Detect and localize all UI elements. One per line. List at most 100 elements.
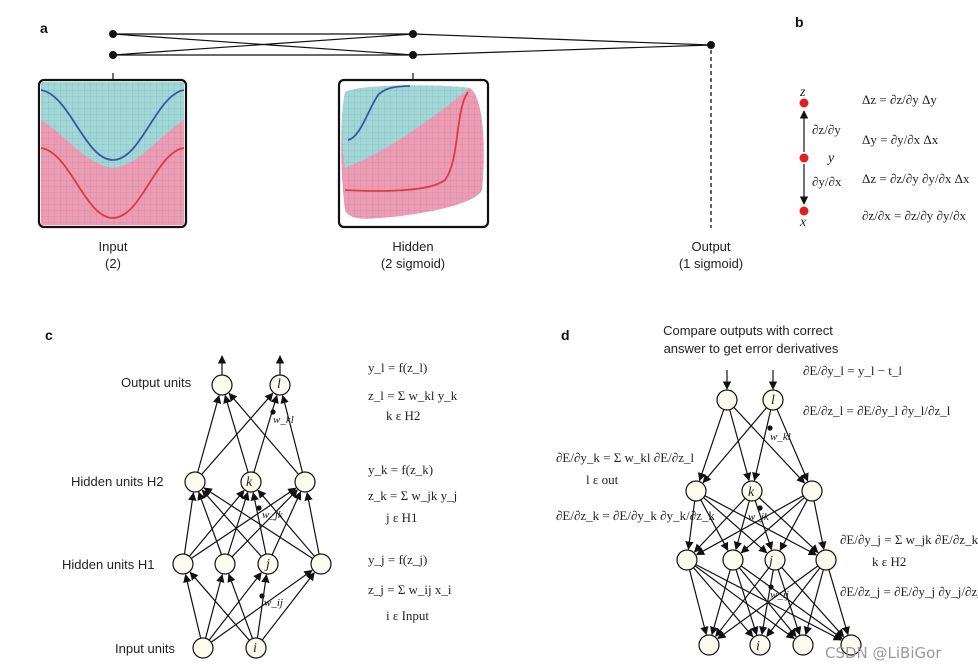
dot-z (799, 98, 809, 108)
connection-arrow (223, 394, 249, 473)
eq-b4: ∂z/∂x = ∂z/∂y ∂y/∂x (862, 208, 967, 223)
eq-zl: z_l = Σ w_kl y_k (368, 388, 458, 403)
hidden-sublabel: (2 sigmoid) (381, 256, 445, 271)
connection-arrow (188, 489, 245, 557)
connection-arrow (189, 571, 250, 641)
eq-dyj-sub: k ε H2 (872, 554, 906, 569)
connection-arrow (813, 500, 827, 551)
node-label-k: k (748, 485, 755, 500)
connection-arrow (183, 573, 202, 639)
edge (412, 44, 712, 56)
connection-arrow (197, 491, 223, 555)
connection-arrow (776, 408, 809, 482)
unit-node (749, 634, 771, 656)
connection-arrow (758, 497, 819, 554)
connection-arrow (803, 569, 824, 636)
node-dot (707, 41, 715, 49)
node-label-k: k (246, 475, 253, 490)
row-label-output: Output units (121, 375, 192, 390)
eq-zk: z_k = Σ w_jk y_j (368, 488, 457, 503)
unit-node (792, 634, 814, 656)
connection-arrow (828, 569, 850, 636)
unit-node (722, 549, 744, 571)
arrow-top-frac: ∂z/∂y (812, 122, 841, 137)
unit-node (310, 553, 332, 575)
node-dot (409, 51, 417, 59)
eq-b1: Δz = ∂z/∂y Δy (862, 92, 937, 107)
edge (112, 33, 414, 56)
connection-arrow (703, 497, 768, 554)
input-sublabel: (2) (105, 256, 121, 271)
unit-node (172, 553, 194, 575)
connection-arrow (766, 567, 821, 637)
output-sublabel: (1 sigmoid) (679, 256, 743, 271)
weight-dot (270, 409, 276, 415)
connection-arrow (729, 409, 752, 482)
connection-arrow (694, 565, 795, 639)
weight-label-wkl: w_kl (273, 414, 294, 426)
panel-b: b z y x ∂z/∂y ∂y/∂x Δz = ∂z/∂y Δy Δy = ∂… (795, 14, 970, 230)
red-curve (344, 91, 469, 192)
caption-line-1: Compare outputs with correct (663, 323, 833, 338)
unit-node (716, 389, 738, 411)
eq-zj: z_j = Σ w_ij x_i (368, 582, 452, 597)
panel-c-nodes (172, 374, 332, 659)
connection-arrow (704, 495, 818, 556)
eq-zk-sub: j ε H1 (385, 510, 417, 525)
node-label-i: i (756, 639, 760, 654)
input-plot-frame (37, 78, 188, 229)
row-label-h2: Hidden units H2 (71, 474, 164, 489)
unit-node (211, 374, 233, 396)
connection-arrow (693, 497, 746, 553)
connection-arrow (702, 407, 767, 484)
eq-zj-sub: i ε Input (386, 608, 429, 623)
eq-dyj: ∂E/∂y_j = Σ w_jk ∂E/∂z_k (840, 532, 978, 547)
row-label-input: Input units (115, 641, 175, 656)
hidden-plot-frame (337, 78, 490, 229)
blue-curve (347, 85, 411, 141)
connection-arrow (717, 565, 819, 640)
connection-arrow (280, 394, 304, 473)
node-label-l: l (771, 393, 775, 408)
edge (412, 33, 712, 46)
var-z: z (799, 85, 806, 100)
unit-node (762, 389, 784, 411)
unit-node (840, 634, 862, 656)
node-dot (109, 30, 117, 38)
dot-x (799, 206, 809, 216)
connection-arrow (693, 567, 754, 638)
connection-arrow (733, 500, 750, 551)
caption-line-2: answer to get error derivatives (664, 341, 839, 356)
eq-dyk-sub: l ε out (586, 472, 619, 487)
connection-arrow (740, 497, 805, 554)
panel-letter-a: a (40, 20, 48, 36)
unit-node (815, 549, 837, 571)
node-label-j: j (264, 557, 270, 572)
output-label: Output (691, 239, 730, 254)
panel-d-nodes (676, 389, 862, 656)
connection-arrow (733, 406, 806, 484)
dot-y (799, 153, 809, 163)
hidden-space-plot (337, 78, 490, 229)
unit-node (741, 480, 763, 502)
connection-arrow (183, 492, 197, 555)
eq-dl: ∂E/∂y_l = y_l − t_l (803, 363, 902, 378)
unit-node (685, 480, 707, 502)
hidden-label: Hidden (392, 239, 433, 254)
input-label: Input (99, 239, 128, 254)
watermark: CSDN @LiBiGor (825, 644, 942, 662)
eq-yj: y_j = f(z_j) (368, 552, 427, 567)
connection-arrow (231, 489, 298, 558)
weight-dot (259, 593, 265, 599)
connection-arrow (227, 491, 250, 555)
arrow-bot-frac: ∂y/∂x (812, 174, 842, 189)
connection-arrow (781, 567, 845, 638)
connection-arrow (735, 569, 759, 636)
connection-arrow (228, 392, 299, 475)
panel-letter-d: d (561, 327, 570, 343)
node-label-j: j (767, 554, 773, 569)
red-curve (41, 147, 184, 219)
unit-node (214, 553, 236, 575)
unit-node (764, 549, 786, 571)
weight-label-wkl: w_kl (770, 431, 791, 443)
